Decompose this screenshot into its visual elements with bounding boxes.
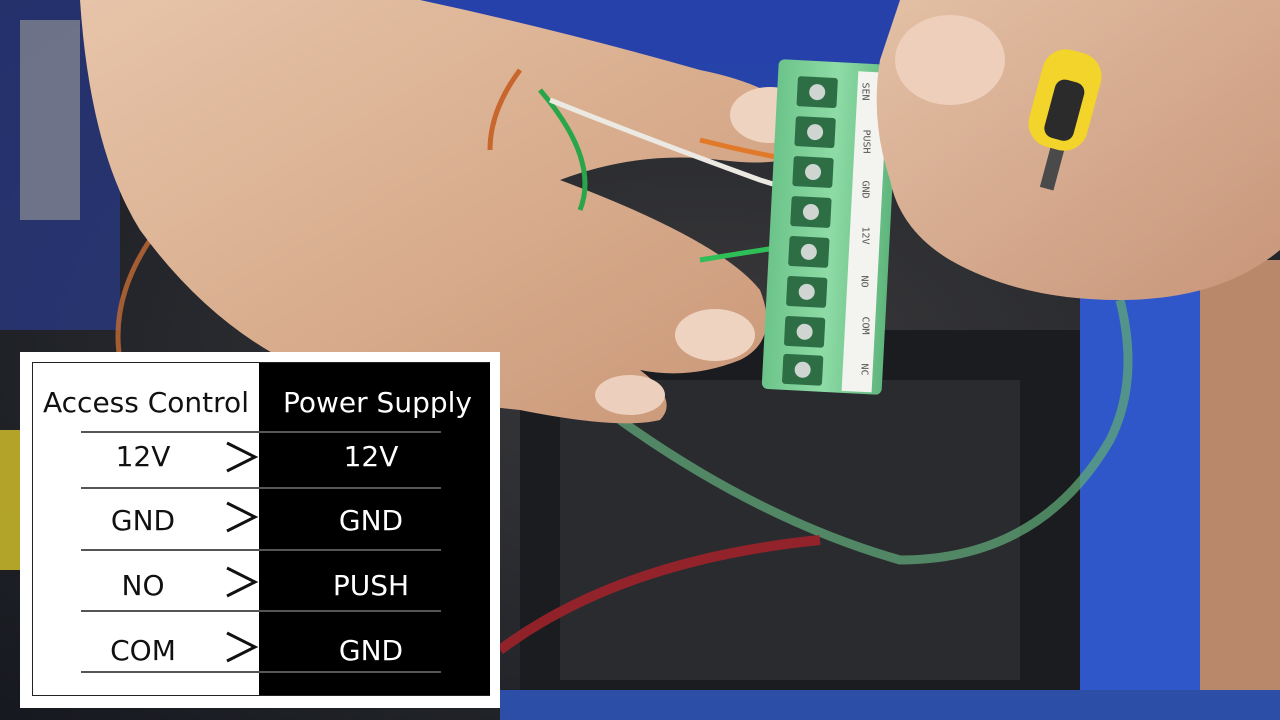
- terminal-label-nc: NC: [858, 363, 870, 376]
- terminal-labels: SEN PUSH GND 12V NO COM NC: [852, 80, 882, 390]
- access-control-gnd: GND: [110, 504, 176, 537]
- power-supply-column: [259, 363, 490, 695]
- power-supply-gnd: GND: [338, 504, 404, 537]
- access-control-header: Access Control: [43, 386, 249, 419]
- row-divider: [81, 671, 441, 673]
- power-supply-gnd-2: GND: [338, 634, 404, 667]
- terminal-label-sen: SEN: [859, 82, 871, 101]
- arrow-right-icon: [226, 501, 259, 533]
- terminal-block: [761, 59, 899, 395]
- row-divider: [81, 549, 441, 551]
- row-divider: [81, 431, 441, 433]
- arrow-right-icon: [226, 631, 259, 663]
- power-supply-push: PUSH: [332, 569, 410, 602]
- access-control-no: NO: [121, 569, 165, 602]
- row-divider: [81, 487, 441, 489]
- power-supply-12v: 12V: [343, 440, 399, 473]
- terminal-label-gnd: GND: [859, 180, 871, 199]
- wiring-table-card: Access Control Power Supply 12V 12V GND …: [20, 352, 500, 708]
- terminal-label-com: COM: [859, 316, 871, 335]
- power-supply-header: Power Supply: [283, 386, 472, 419]
- access-control-12v: 12V: [115, 440, 171, 473]
- arrow-right-icon: [226, 441, 259, 473]
- wiring-table: Access Control Power Supply 12V 12V GND …: [32, 362, 490, 696]
- access-control-com: COM: [110, 634, 176, 667]
- row-divider: [81, 610, 441, 612]
- terminal-label-12v: 12V: [859, 226, 871, 245]
- arrow-right-icon: [226, 566, 259, 598]
- terminal-label-no: NO: [858, 275, 870, 288]
- terminal-label-push: PUSH: [860, 129, 872, 154]
